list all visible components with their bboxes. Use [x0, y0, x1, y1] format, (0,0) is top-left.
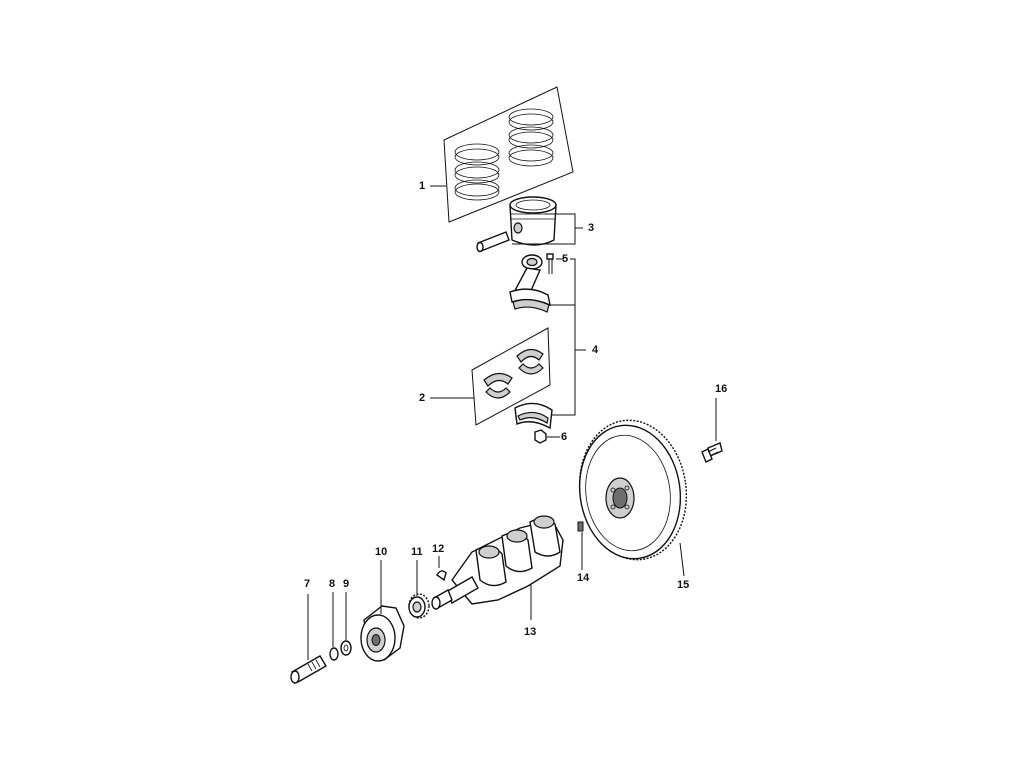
callout-16: 16 [715, 383, 728, 395]
callout-14: 14 [577, 572, 590, 584]
flywheel [578, 419, 688, 577]
callout-15: 15 [677, 579, 690, 591]
callout-13: 13 [524, 626, 537, 638]
woodruff-key [436, 556, 447, 582]
callout-4: 4 [592, 344, 599, 356]
callout-5: 5 [562, 253, 569, 265]
callout-11: 11 [411, 546, 423, 558]
flywheel-bolt [701, 398, 723, 463]
pulley-bolt [290, 594, 327, 684]
callout-10: 10 [375, 546, 388, 558]
connecting-rod [509, 253, 586, 416]
callout-1: 1 [419, 180, 426, 192]
bearing-shells [430, 327, 551, 426]
piston-ring-set [430, 86, 574, 223]
crankshaft [431, 515, 564, 620]
washer [340, 592, 352, 656]
piston-assembly [476, 196, 583, 253]
callout-9: 9 [343, 578, 350, 590]
callout-6: 6 [561, 431, 568, 443]
callout-2: 2 [419, 392, 426, 404]
callout-3: 3 [588, 222, 595, 234]
callout-8: 8 [329, 578, 336, 590]
callout-7: 7 [304, 578, 311, 590]
crank-gear [408, 560, 430, 619]
callout-12: 12 [432, 543, 445, 555]
rod-cap [514, 402, 560, 444]
dowel-pin [577, 521, 584, 570]
lock-washer [329, 592, 339, 661]
crank-pulley [360, 560, 405, 662]
